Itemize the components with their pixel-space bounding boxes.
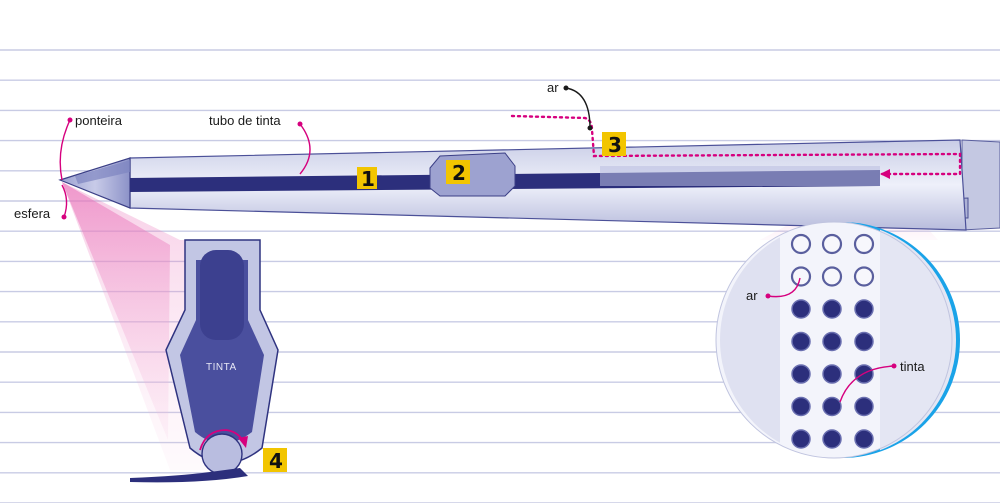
ink-tube-empty [600, 166, 880, 186]
ball-icon [201, 433, 243, 475]
ar-top-callout [565, 87, 591, 129]
ink-drop [822, 364, 842, 384]
ink-drop [854, 331, 874, 352]
ink-drop [854, 429, 874, 449]
ink-drop [791, 396, 811, 417]
air-path [510, 114, 962, 176]
marker-3: 3 [602, 132, 626, 157]
marker-4-box [263, 448, 287, 472]
air-bubble [821, 266, 843, 287]
tinta-zoom-label: tinta [900, 359, 925, 374]
ink-drop [854, 299, 874, 319]
tubo-dot [297, 121, 303, 127]
ar-zoom-dot [765, 293, 771, 299]
ar-top-label: ar [547, 80, 559, 95]
marker-1-text: 1 [361, 167, 375, 191]
ar-top-end-dot [587, 125, 593, 131]
air-bubble [790, 233, 812, 255]
ink-zoom-circle: ar tinta [715, 221, 960, 459]
ponteira-callout [59, 119, 71, 181]
pen-tip-ring [75, 160, 130, 184]
marker-4-text: 4 [269, 449, 283, 473]
air-bubble [853, 266, 875, 287]
marker-2-text: 2 [452, 161, 466, 185]
tube-connector [429, 152, 516, 197]
marker-2: 2 [446, 160, 470, 185]
air-bubble [821, 233, 843, 255]
esfera-dot [61, 214, 67, 220]
tinta-zoom-dot [891, 363, 897, 369]
ink-drop [791, 331, 811, 352]
ar-zoom-label: ar [746, 288, 758, 303]
pen [58, 139, 1000, 231]
air-bubble [853, 233, 875, 255]
ink-drop [791, 429, 811, 449]
tinta-tip-label: TINTA [206, 362, 237, 373]
marker-1: 1 [357, 167, 377, 191]
tubo-callout [299, 123, 311, 175]
ink-drop [791, 299, 811, 319]
esfera-callout [61, 184, 68, 218]
air-arrow-icon [880, 169, 890, 179]
ar-zoom-callout [767, 277, 801, 298]
ink-drop [822, 396, 842, 417]
ar-top-dot [563, 85, 569, 91]
bubble-grid [790, 233, 875, 449]
rotation-arrow-icon [238, 436, 248, 448]
tubo-de-tinta-label: tubo de tinta [209, 113, 281, 128]
marker-3-text: 3 [608, 133, 622, 157]
tinta-zoom-callout [839, 365, 895, 403]
ink-tube-cross [200, 250, 244, 340]
ponteira-dot [67, 117, 73, 123]
ink-drop [822, 331, 842, 352]
air-bubble [790, 266, 812, 287]
ink-drop [822, 299, 842, 319]
ink-drop [822, 429, 842, 449]
tip-cross-section: TINTA 4 [130, 239, 287, 483]
ponteira-label: ponteira [75, 113, 123, 128]
ink-trail [130, 468, 248, 483]
esfera-label: esfera [14, 206, 51, 221]
ink-drop [791, 364, 811, 384]
ink-drop [854, 396, 874, 417]
